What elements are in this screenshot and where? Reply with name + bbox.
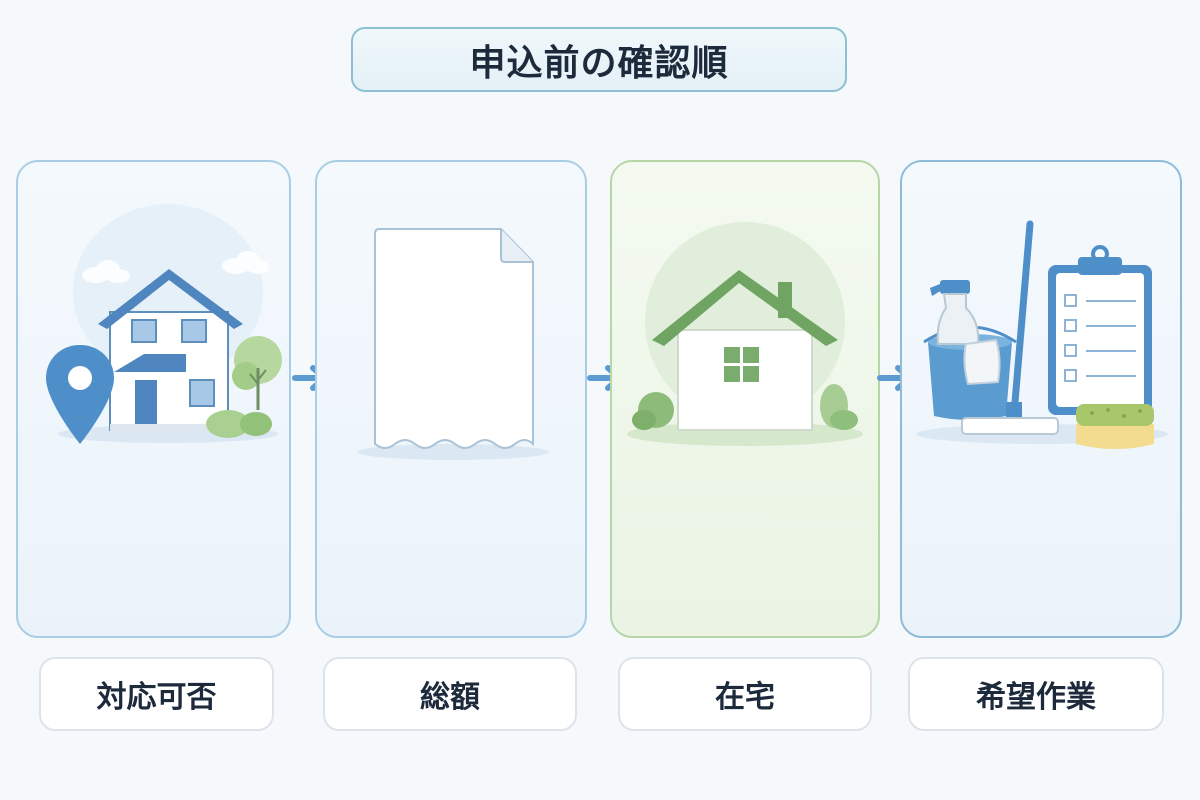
step-label-availability: 対応可否 (39, 657, 274, 731)
blank-receipt-icon (357, 228, 549, 460)
step-label-requested-work: 希望作業 (908, 657, 1164, 731)
page-title: 申込前の確認順 (351, 27, 847, 92)
step-label-at-home: 在宅 (618, 657, 872, 731)
cleaning-checklist-icon (916, 220, 1168, 449)
step-card-total (315, 160, 587, 638)
step-card-at-home (610, 160, 880, 638)
step-card-requested-work (900, 160, 1182, 638)
home-icon (627, 222, 863, 446)
step-card-availability (16, 160, 291, 638)
step-label-total: 総額 (323, 657, 577, 731)
house-location-icon (46, 204, 282, 444)
